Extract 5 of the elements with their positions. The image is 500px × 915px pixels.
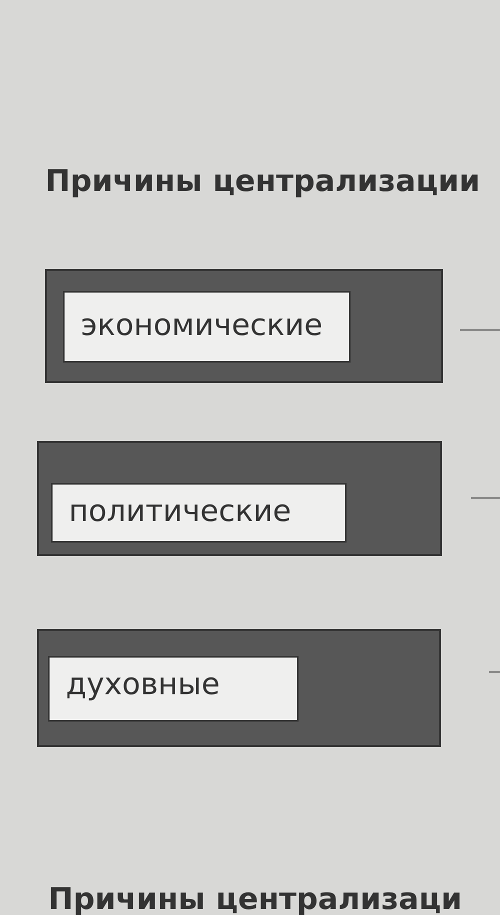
text-box: экономические bbox=[63, 291, 351, 363]
text-box: духовные bbox=[48, 656, 299, 722]
text-box: политические bbox=[51, 483, 347, 543]
heading: Причины централизаци bbox=[50, 887, 460, 915]
title: Причины централизации bbox=[48, 169, 478, 198]
